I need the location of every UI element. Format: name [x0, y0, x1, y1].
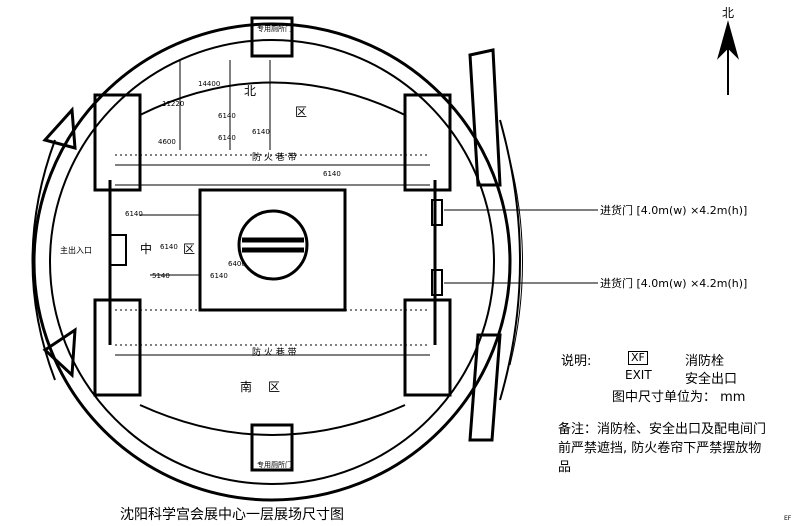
compass-label: 北 [722, 6, 735, 20]
drawing-title: 沈阳科学宫会展中心一层展场尺寸图 [120, 507, 344, 523]
east-wing-upper [468, 48, 502, 187]
zone-north-a: 北 [244, 84, 257, 98]
zone-north-b: 区 [295, 105, 308, 119]
dim-label: 6400 [228, 260, 246, 268]
south-hall-wall [139, 404, 406, 436]
unit-note: 图中尺寸单位为： mm [612, 390, 746, 405]
outer-ring [32, 22, 512, 502]
bottom-room-label: 专用厕所门 [257, 461, 292, 469]
stair-ne [403, 93, 452, 192]
stair-sw [93, 298, 142, 397]
zone-middle-a: 中 [140, 242, 153, 256]
legend-title: 说明: [561, 354, 592, 369]
stair-nw [93, 93, 142, 192]
dim-label: 14400 [198, 80, 221, 88]
west-triangle-top [42, 106, 77, 150]
remark-note: 备注：消防栓、安全出口及配电间门前严禁遮挡, 防火卷帘下严禁摆放物品 [558, 422, 767, 475]
corridor-north-label: 防 火 巷 带 [252, 153, 297, 163]
dim-label: 4600 [158, 138, 176, 146]
north-hall-wall [139, 81, 406, 116]
dim-label: 6140 [125, 210, 143, 218]
exit-text: 安全出口 [685, 372, 738, 387]
west-triangle-bottom [42, 327, 77, 379]
top-room-label: 专用厕所门 [257, 25, 292, 33]
hydrant-text: 消防栓 [685, 354, 725, 369]
zone-south-b: 区 [268, 380, 281, 394]
east-arc [499, 119, 521, 401]
hydrant-symbol: XF [628, 351, 648, 365]
corner-tag: EF [784, 515, 792, 522]
exit-symbol: EXIT [625, 368, 652, 382]
cargo-door-upper-label: 进货门 [4.0m(w) ×4.2m(h)] [600, 204, 748, 217]
north-vestibule [250, 16, 294, 58]
cargo-door-upper-mark [431, 199, 443, 226]
dim-label: 6140 [218, 134, 236, 142]
dim-label: 6140 [160, 243, 178, 251]
south-vestibule [250, 423, 294, 472]
east-arc-2 [509, 159, 523, 366]
central-core [198, 188, 347, 312]
zone-middle-b: 区 [183, 242, 196, 256]
cargo-door-lower-mark [431, 269, 443, 296]
dim-label: 5140 [152, 272, 170, 280]
central-rotunda [237, 209, 309, 281]
dim-label: 6140 [218, 112, 236, 120]
corridor-south-label: 防 火 巷 带 [252, 348, 297, 358]
dim-label: 11220 [162, 100, 185, 108]
east-wing-lower [468, 333, 502, 442]
stair-se [403, 298, 452, 397]
cargo-door-lower-label: 进货门 [4.0m(w) ×4.2m(h)] [600, 277, 748, 290]
zone-south-a: 南 [240, 380, 253, 394]
inner-ring [49, 39, 495, 485]
hall-outline [108, 180, 437, 345]
west-entry [109, 234, 127, 266]
dim-label: 6140 [252, 128, 270, 136]
dim-label: 6140 [210, 272, 228, 280]
dim-label: 6140 [323, 170, 341, 178]
west-entry-label: 主出入口 [60, 246, 92, 255]
